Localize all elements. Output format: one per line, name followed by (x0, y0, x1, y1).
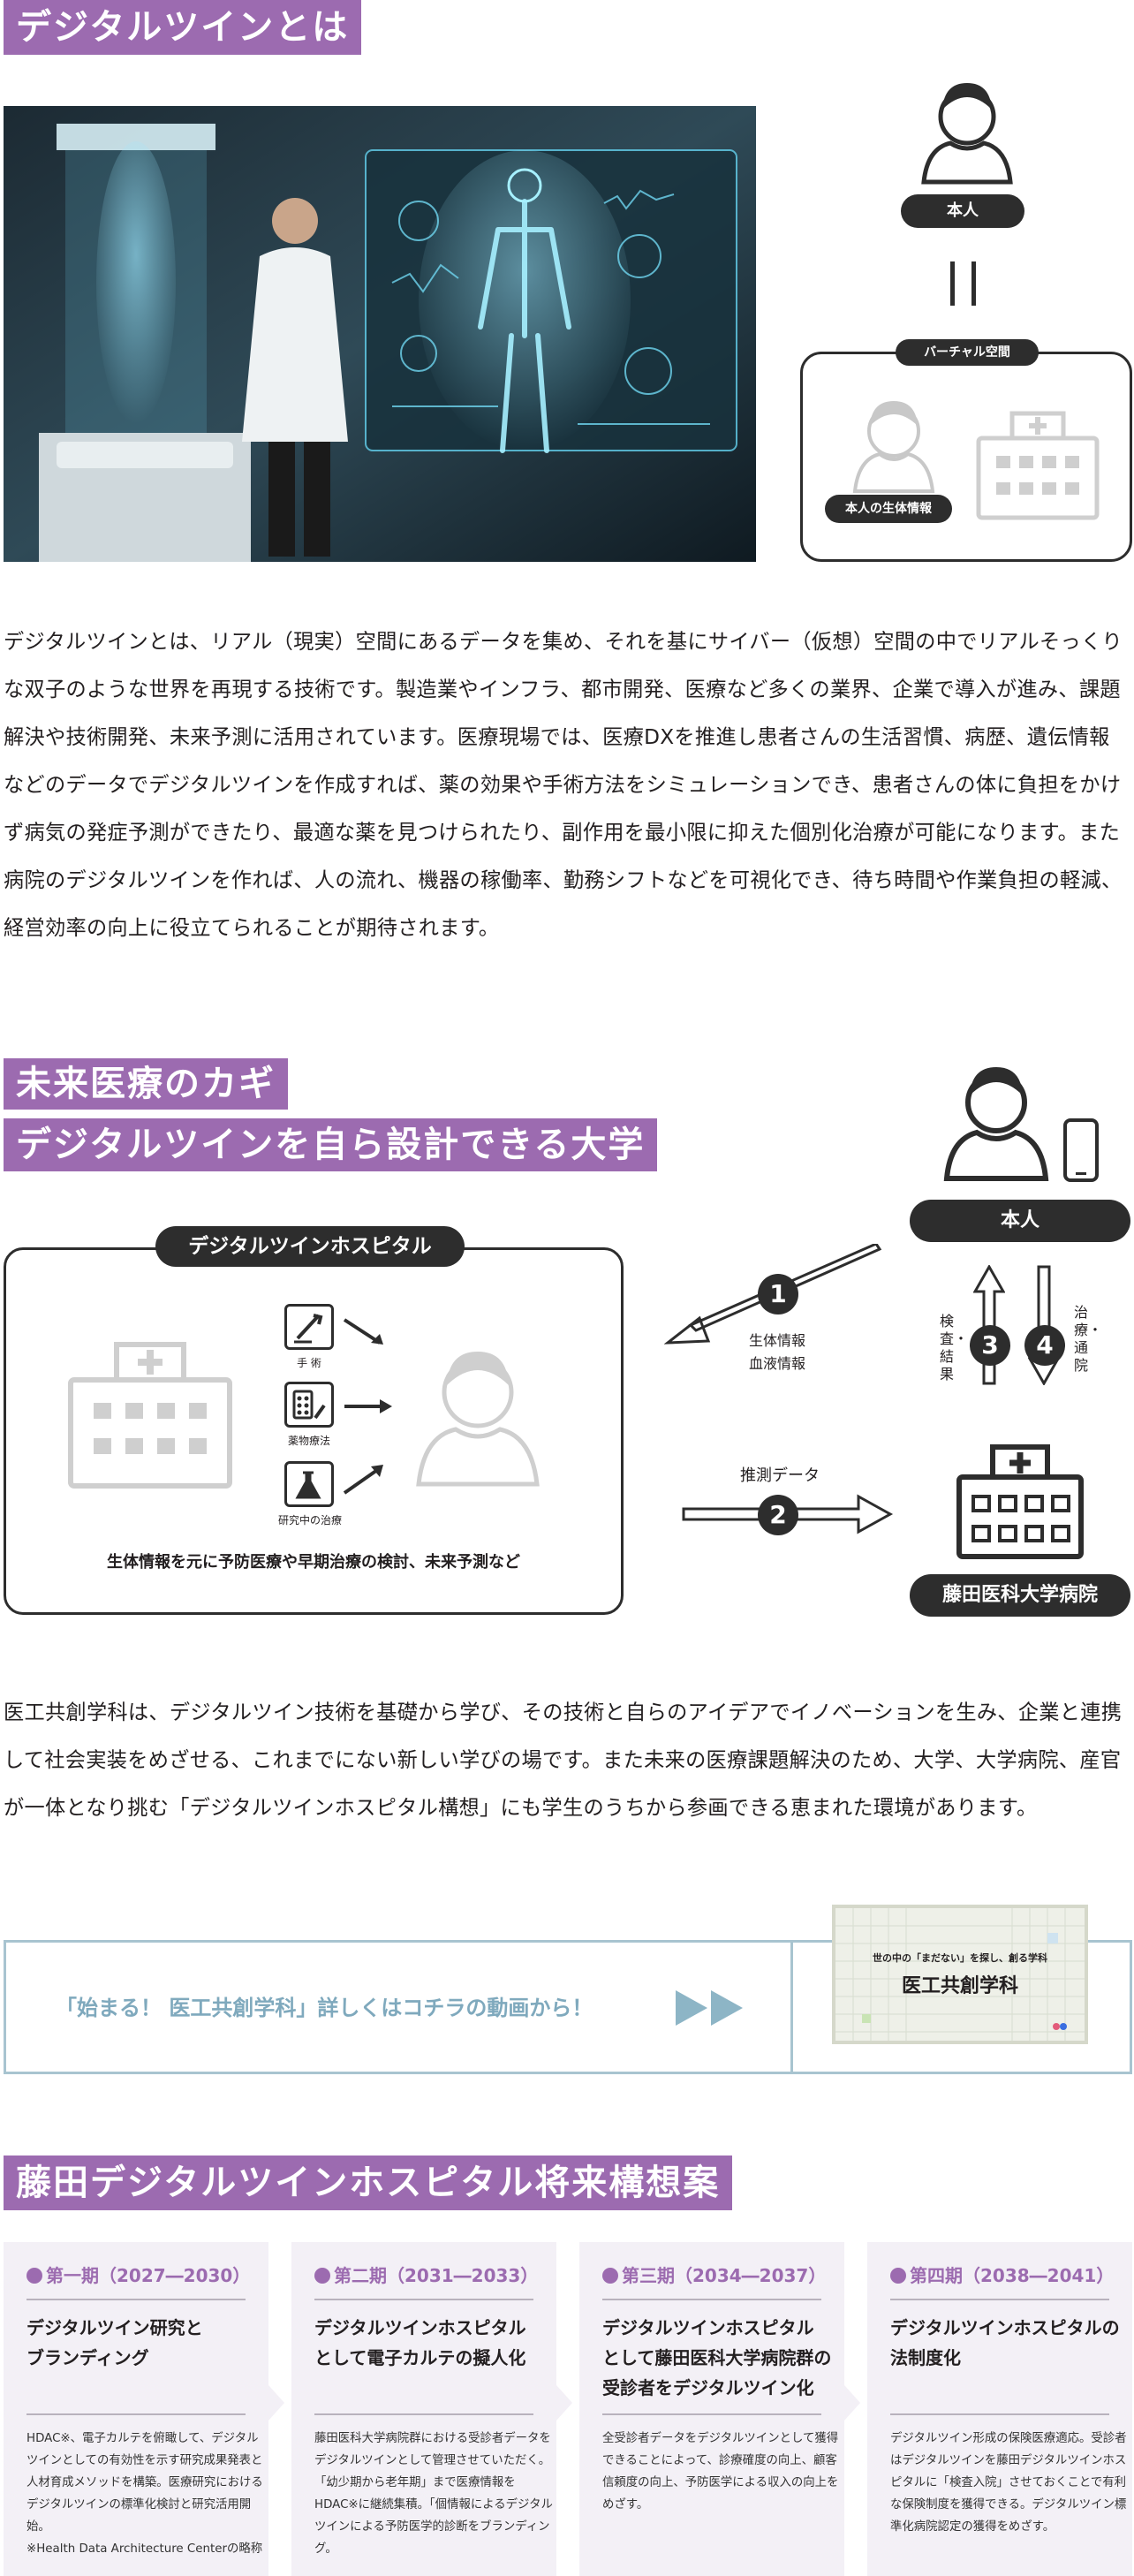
bio-info-badge: 本人の生体情報 (825, 495, 952, 523)
thumbnail-subtitle: 世の中の「まだない」を探し、創る学科 (873, 1952, 1047, 1964)
arrow-to-person-1 (341, 1315, 394, 1353)
self-badge: 本人 (901, 194, 1024, 228)
arrow-to-person-2 (343, 1396, 396, 1421)
phase-2-title: 第二期（2031―2033） (314, 2262, 538, 2287)
virtual-patient-icon (412, 1346, 544, 1488)
hospital-icon-gray (971, 406, 1104, 523)
virtual-space-badge: バーチャル空間 (896, 339, 1039, 366)
patient-badge: 本人 (910, 1200, 1130, 1242)
hero-photo (4, 106, 756, 562)
flow1-label-a: 生体情報 (749, 1332, 806, 1349)
phase-chevron-2 (556, 2385, 572, 2421)
video-banner[interactable]: 「始まる！ 医工共創学科」詳しくはコチラの動画から！ (4, 1940, 1132, 2074)
hospital-icon (954, 1442, 1086, 1560)
section-heading-university: デジタルツインを自ら設計できる大学 (4, 1118, 658, 1171)
flow-arrow-2 (682, 1493, 894, 1541)
virtual-person-icon (850, 399, 938, 493)
video-banner-text: 「始まる！ 医工共創学科」詳しくはコチラの動画から！ (56, 1996, 593, 2020)
phase-2-body: 藤田医科大学病院群における受診者データをデジタルツインとして管理させていただく。… (314, 2432, 553, 2556)
department-description: 医工共創学科は、デジタルツイン技術を基礎から学び、その技術と自らのアイデアでイノ… (4, 1701, 1123, 1820)
section-heading-future-plan: 藤田デジタルツインホスピタル将来構想案 (4, 2156, 733, 2210)
phase-3-body: 全受診者データをデジタルツインとして獲得できることによって、診療確度の向上、顧客… (602, 2432, 839, 2512)
surgery-icon (284, 1304, 334, 1350)
phase-card-4: 第四期（2038―2041） デジタルツインホスピタルの 法制度化 デジタルツイ… (867, 2242, 1132, 2576)
phase-3-title: 第三期（2034―2037） (602, 2262, 826, 2287)
treatment-label-surgery: 手 術 (297, 1357, 321, 1369)
phase-1-title: 第一期（2027―2030） (26, 2262, 250, 2287)
patient-icon (941, 1065, 1051, 1182)
treatment-label-medicine: 薬物療法 (287, 1435, 330, 1447)
phase-4-title: 第四期（2038―2041） (890, 2262, 1114, 2287)
play-arrows-icon (674, 1989, 748, 2031)
arrow-to-person-3 (341, 1461, 394, 1500)
medicine-icon (284, 1382, 334, 1428)
section-heading-digital-twin: デジタルツインとは (4, 0, 362, 55)
phase-card-1: 第一期（2027―2030） デジタルツイン研究と ブランディング HDAC※、… (4, 2242, 268, 2576)
dt-caption: 生体情報を元に予防医療や早期治療の検討、未来予測など (107, 1553, 520, 1572)
digital-twin-description: デジタルツインとは、リアル（現実）空間にあるデータを集め、それを基にサイバー（仮… (4, 630, 1123, 940)
flow-badge-3: 3 (970, 1325, 1010, 1366)
research-treatment-icon (284, 1461, 334, 1507)
treatment-label-research: 研究中の治療 (277, 1514, 342, 1527)
flow3-label: 検査・結果 (940, 1313, 969, 1383)
phase-1-body: HDAC※、電子カルテを俯瞰して、デジタルツインとしての有効性を示す研究成果発表… (26, 2432, 263, 2556)
phase-chevron-1 (268, 2385, 284, 2421)
flow1-label-b: 血液情報 (749, 1355, 806, 1372)
banner-divider (790, 1943, 793, 2072)
phase-card-3: 第三期（2034―2037） デジタルツインホスピタル として藤田医科大学病院群… (579, 2242, 844, 2576)
section-heading-future-key: 未来医療のカギ (4, 1058, 288, 1110)
phase-4-body: デジタルツイン形成の保険医療適応。受診者はデジタルツインを藤田デジタルツインホス… (890, 2432, 1127, 2534)
dt-hospital-badge: デジタルツインホスピタル (155, 1226, 465, 1267)
phase-card-2: 第二期（2031―2033） デジタルツインホスピタル として電子カルテの擬人化… (291, 2242, 556, 2576)
flow4-label: 治療・通院 (1074, 1304, 1103, 1374)
equals-mark-2 (971, 261, 976, 306)
phase-1-heading: デジタルツイン研究と ブランディング (26, 2317, 203, 2368)
flow-badge-4: 4 (1024, 1325, 1065, 1366)
phase-2-heading: デジタルツインホスピタル として電子カルテの擬人化 (314, 2317, 526, 2368)
flow-arrow-1 (663, 1242, 885, 1353)
phase-4-heading: デジタルツインホスピタルの 法制度化 (890, 2317, 1120, 2368)
video-thumbnail[interactable]: 世の中の「まだない」を探し、創る学科 医工共創学科 (832, 1905, 1088, 2044)
thumbnail-title: 医工共創学科 (901, 1975, 1018, 1997)
flow-badge-1: 1 (758, 1274, 798, 1315)
flow2-label: 推測データ (740, 1466, 820, 1485)
smartphone-icon (1063, 1118, 1099, 1182)
equals-mark (950, 261, 955, 306)
hospital-badge: 藤田医科大学病院 (910, 1574, 1130, 1617)
person-icon (919, 81, 1016, 186)
flow-arrow-3 (972, 1263, 1006, 1389)
hospital-icon-gray-large (64, 1336, 237, 1491)
flow-badge-2: 2 (758, 1495, 798, 1535)
phase-chevron-3 (844, 2385, 860, 2421)
phase-3-heading: デジタルツインホスピタル として藤田医科大学病院群の 受診者をデジタルツイン化 (602, 2317, 832, 2398)
